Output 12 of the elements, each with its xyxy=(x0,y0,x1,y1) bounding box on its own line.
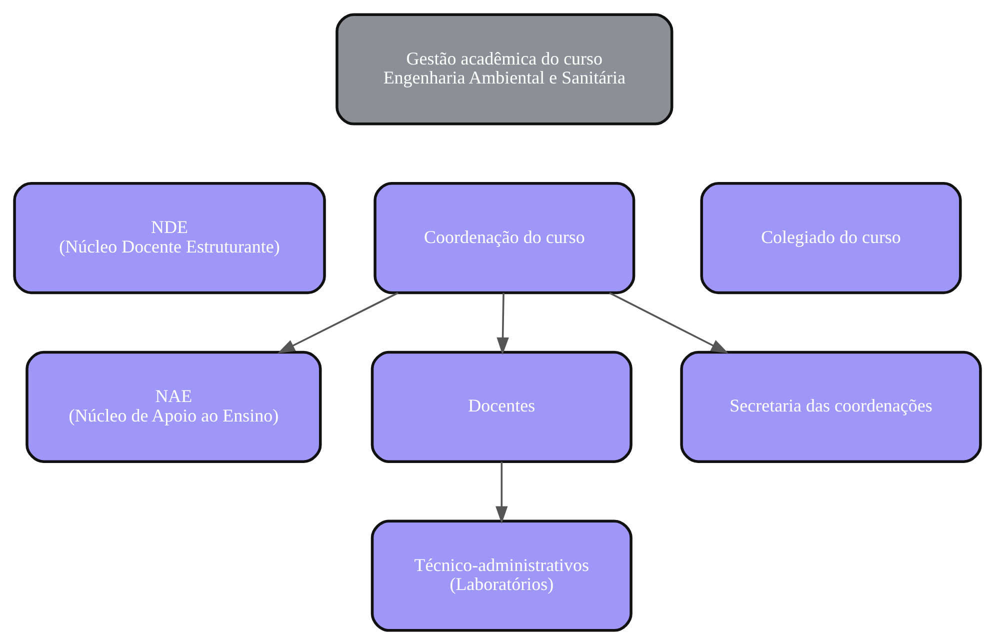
node-box: Técnico-administrativos (Laboratórios) xyxy=(370,519,632,632)
node-box: NAE (Núcleo de Apoio ao Ensino) xyxy=(25,350,322,462)
arrow xyxy=(608,292,728,353)
arrow xyxy=(496,292,508,354)
node-box: Colegiado do curso xyxy=(700,182,962,294)
arrow xyxy=(277,292,398,353)
arrow xyxy=(495,461,508,524)
node-box: Gestão acadêmica do curso Engenharia Ambiental e Sanitária xyxy=(335,12,673,125)
node-box: Secretaria das coordenações xyxy=(680,350,982,462)
node-box: Coordenação do curso xyxy=(373,182,635,294)
node-box: Docentes xyxy=(370,350,632,462)
node-box: NDE (Núcleo Docente Estruturante) xyxy=(12,182,326,294)
